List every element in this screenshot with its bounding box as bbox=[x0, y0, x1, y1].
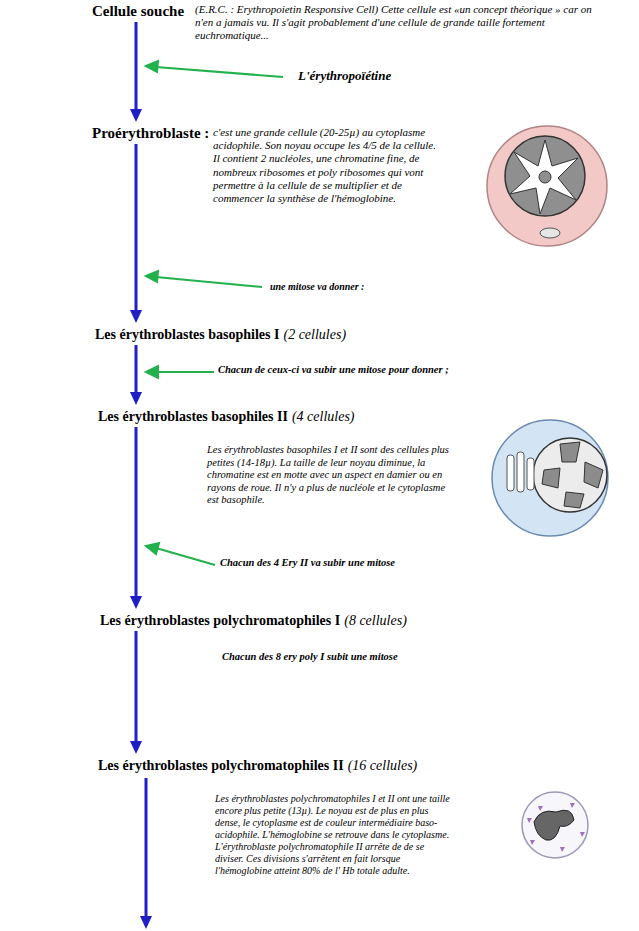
stage-node: Les érythroblastes basophiles I (2 cellu… bbox=[95, 325, 346, 343]
flow-arrow-line bbox=[135, 345, 138, 394]
cytoplasm-dot bbox=[527, 818, 532, 823]
stage-title: Proérythroblaste : bbox=[92, 125, 209, 141]
chromatin-block bbox=[584, 462, 603, 488]
flow-arrow-head bbox=[130, 109, 142, 122]
flow-arrow bbox=[130, 345, 142, 405]
pointer-line bbox=[156, 371, 214, 373]
flow-arrow-head bbox=[130, 392, 142, 405]
cell-count: (4 cellules) bbox=[292, 409, 355, 424]
pointer-head bbox=[146, 366, 158, 378]
flow-arrow bbox=[130, 144, 142, 323]
chromatin-block bbox=[564, 492, 584, 508]
flow-arrow-line bbox=[135, 427, 138, 598]
stage-title: Les érythroblastes polychromatophiles II bbox=[98, 758, 344, 773]
flow-arrow-line bbox=[135, 631, 138, 743]
flow-arrow-head bbox=[130, 310, 142, 323]
proerythroblast-cell bbox=[487, 126, 607, 246]
stage-node: Les érythroblastes polychromatophiles II… bbox=[98, 756, 417, 774]
cell-count: (8 cellules) bbox=[344, 613, 407, 628]
chromatin-pattern bbox=[510, 140, 578, 214]
cell-nucleus bbox=[533, 438, 607, 512]
flow-arrow-line bbox=[135, 22, 138, 111]
stage-node: Les érythroblastes polychromatophiles I … bbox=[100, 611, 407, 629]
cell-cytoplasm bbox=[492, 420, 608, 536]
cell-nucleus bbox=[534, 810, 574, 840]
cytoplasm-dot bbox=[538, 806, 543, 811]
nucleolus bbox=[540, 228, 560, 238]
step-note: une mitose va donner : bbox=[270, 281, 364, 292]
description-note: Les érythroblastes basophiles I et II so… bbox=[207, 444, 452, 507]
chromatin-block bbox=[542, 468, 560, 488]
flow-arrow-line bbox=[135, 144, 138, 312]
step-note: Chacun de ceux-ci va subir une mitose po… bbox=[218, 364, 449, 375]
cytoplasm-dot bbox=[560, 847, 565, 852]
flow-arrow-head bbox=[130, 596, 142, 609]
flow-arrow bbox=[130, 631, 142, 754]
cytoplasm-dot bbox=[530, 840, 535, 845]
cell-count: (2 cellules) bbox=[283, 327, 346, 342]
final-arrow-line bbox=[145, 778, 148, 918]
step-note: L'érythropoïétine bbox=[298, 68, 391, 84]
pointer-line bbox=[156, 548, 215, 565]
cytoplasm-rod bbox=[517, 452, 524, 492]
final-arrow-head bbox=[140, 916, 152, 929]
cytoplasm-rod bbox=[507, 455, 514, 491]
pointer-line bbox=[156, 67, 283, 77]
cytoplasm-dot bbox=[580, 832, 585, 837]
stage-title: Cellule souche bbox=[92, 3, 184, 19]
cell-cytoplasm bbox=[522, 792, 588, 858]
cytoplasm-rod bbox=[527, 458, 534, 490]
stage-node: Proérythroblaste :c'est une grande cellu… bbox=[92, 124, 209, 142]
cell-nucleus bbox=[505, 136, 585, 216]
step-note: Chacun des 4 Ery II va subir une mitose bbox=[220, 557, 395, 568]
pointer-head bbox=[146, 61, 158, 72]
final-arrow bbox=[140, 778, 152, 929]
pointer-line bbox=[156, 277, 262, 287]
stage-description: (E.R.C. : Erythropoietin Responsive Cell… bbox=[195, 3, 595, 43]
stage-node: Cellule souche(E.R.C. : Erythropoietin R… bbox=[92, 2, 184, 20]
pointer-head bbox=[146, 271, 158, 282]
stage-description: c'est une grande cellule (20-25µ) au cyt… bbox=[213, 126, 437, 205]
stage-title: Les érythroblastes basophiles II bbox=[98, 409, 288, 424]
cytoplasm-dot bbox=[570, 803, 575, 808]
cell-count: (16 cellules) bbox=[348, 758, 418, 773]
basophilic-cell bbox=[492, 420, 608, 536]
pointer-head bbox=[146, 543, 159, 554]
stage-title: Les érythroblastes polychromatophiles I bbox=[100, 613, 340, 628]
stage-node: Les érythroblastes basophiles II (4 cell… bbox=[98, 407, 355, 425]
stage-title: Les érythroblastes basophiles I bbox=[95, 327, 279, 342]
cell-cytoplasm bbox=[487, 126, 607, 246]
polychromatophilic-cell bbox=[522, 792, 588, 858]
flow-arrow bbox=[130, 427, 142, 609]
description-note: Les érythroblastes polychromatophiles I … bbox=[215, 793, 453, 877]
flow-arrow bbox=[130, 22, 142, 122]
flow-arrow-head bbox=[130, 741, 142, 754]
step-note: Chacun des 8 ery poly I subit une mitose bbox=[222, 651, 398, 662]
nucleus-core bbox=[539, 171, 551, 183]
chromatin-block bbox=[560, 442, 580, 462]
